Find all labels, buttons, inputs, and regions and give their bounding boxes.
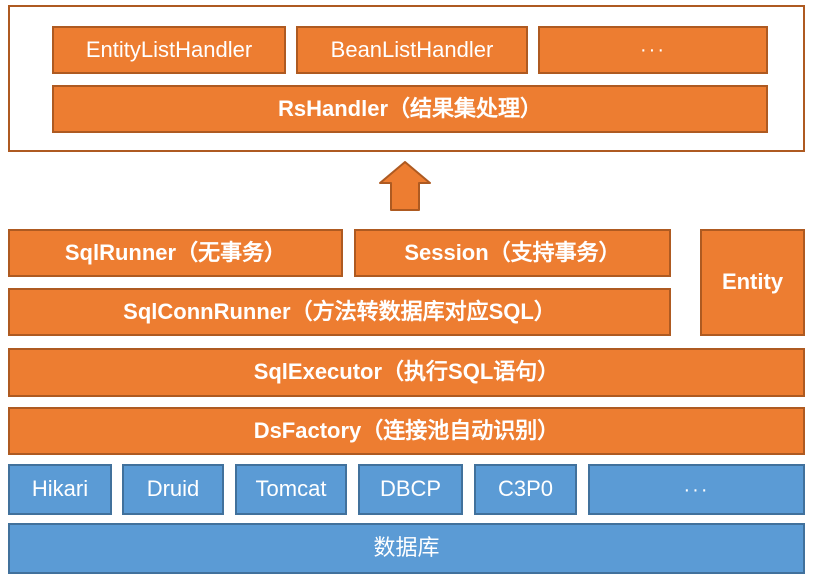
sql-executor-box: SqlExecutor（执行SQL语句） <box>8 348 805 397</box>
pool-druid-box: Druid <box>122 464 224 515</box>
rs-handler-box: RsHandler（结果集处理） <box>52 85 768 133</box>
pool-dbcp-box: DBCP <box>358 464 463 515</box>
bean-list-handler-box: BeanListHandler <box>296 26 528 74</box>
pool-hikari-box: Hikari <box>8 464 112 515</box>
entity-box: Entity <box>700 229 805 336</box>
pool-c3p0-box: C3P0 <box>474 464 577 515</box>
sql-runner-box: SqlRunner（无事务） <box>8 229 343 277</box>
ds-factory-box: DsFactory（连接池自动识别） <box>8 407 805 455</box>
more-pools-ellipsis: ··· <box>588 464 805 515</box>
up-arrow-icon <box>379 161 431 211</box>
entity-list-handler-box: EntityListHandler <box>52 26 286 74</box>
database-box: 数据库 <box>8 523 805 574</box>
session-box: Session（支持事务） <box>354 229 671 277</box>
pool-tomcat-box: Tomcat <box>235 464 347 515</box>
sql-conn-runner-box: SqlConnRunner（方法转数据库对应SQL） <box>8 288 671 336</box>
more-handlers-ellipsis: ··· <box>538 26 768 74</box>
